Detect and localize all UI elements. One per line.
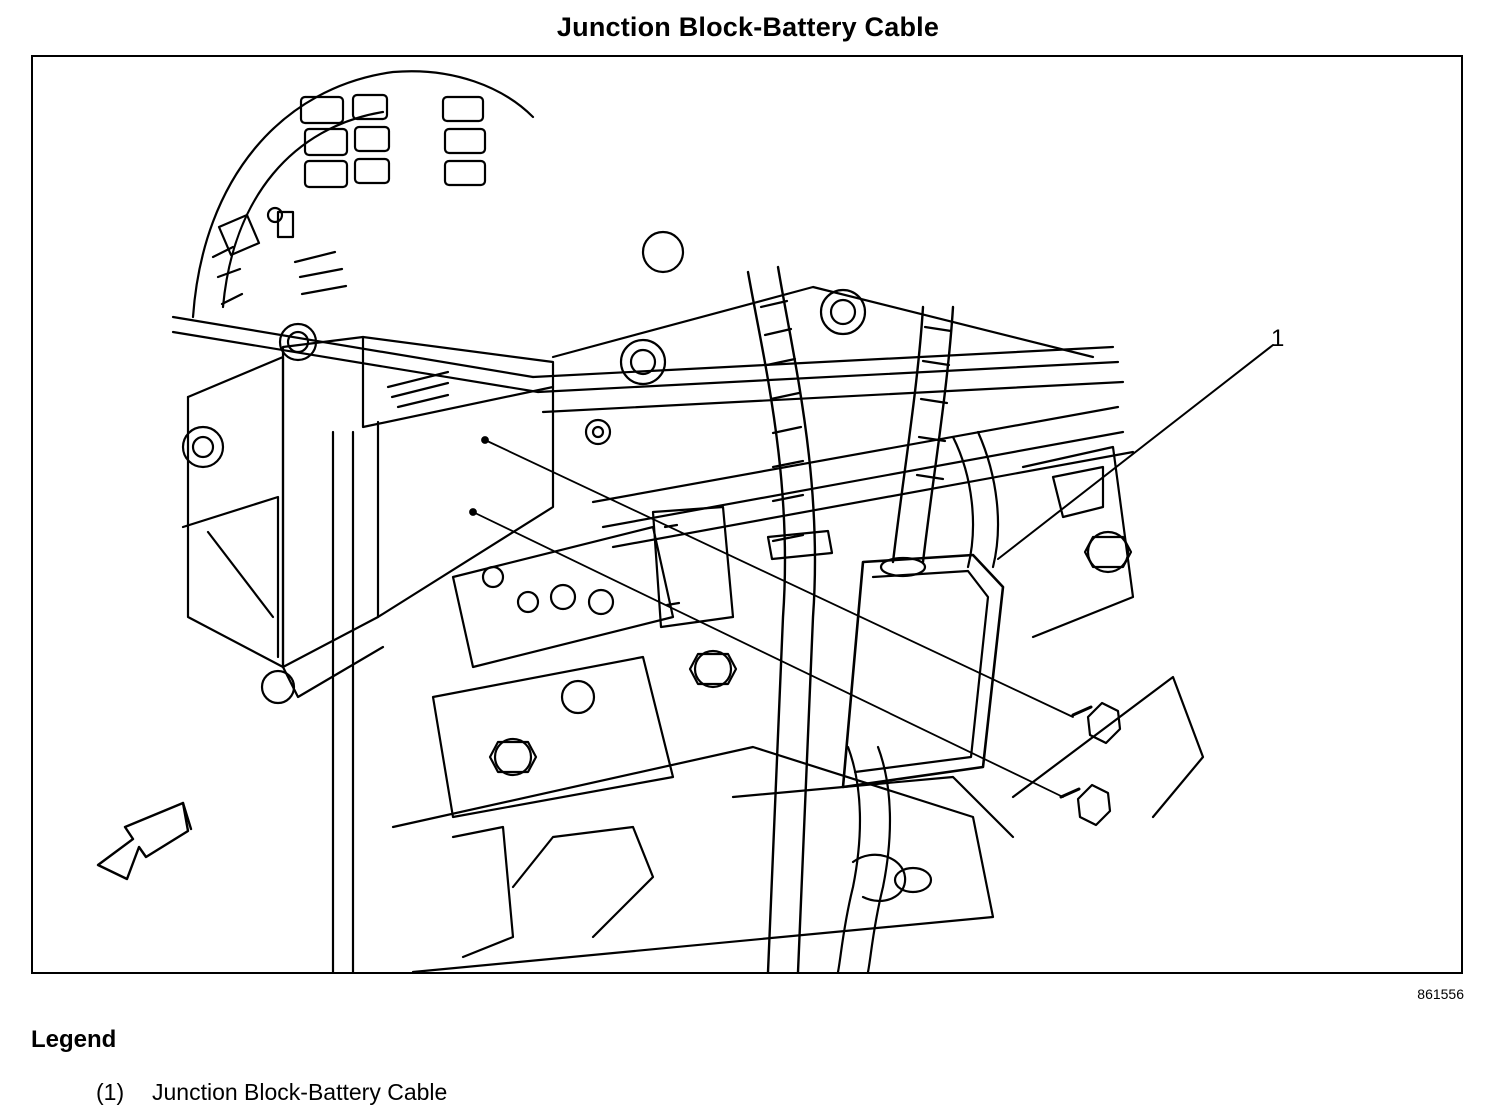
mounting-bracket xyxy=(181,322,555,972)
junction-block xyxy=(841,553,1005,789)
exploded-view-lines xyxy=(469,436,1074,798)
rail-bolts xyxy=(488,230,1133,777)
legend-item-number: (1) xyxy=(96,1079,125,1105)
callout-1-leader xyxy=(997,344,1274,560)
fuel-rail xyxy=(171,285,1135,549)
figure-reference-number: 861556 xyxy=(1417,986,1464,1002)
legend-item-label: Junction Block-Battery Cable xyxy=(152,1079,448,1105)
alternator xyxy=(191,70,535,319)
engine-bay-illustration xyxy=(96,70,1274,972)
callout-1-label: 1 xyxy=(1271,325,1285,352)
legend-heading: Legend xyxy=(31,1026,117,1053)
illustration-frame: 1 xyxy=(31,55,1463,974)
diagram-title: Junction Block-Battery Cable xyxy=(556,12,940,42)
intake-manifold xyxy=(391,445,1205,972)
legend-item: (1) Junction Block-Battery Cable xyxy=(96,1079,447,1106)
front-direction-arrow-icon xyxy=(96,801,193,881)
battery-cables xyxy=(746,265,1000,972)
fasteners xyxy=(1059,701,1122,827)
